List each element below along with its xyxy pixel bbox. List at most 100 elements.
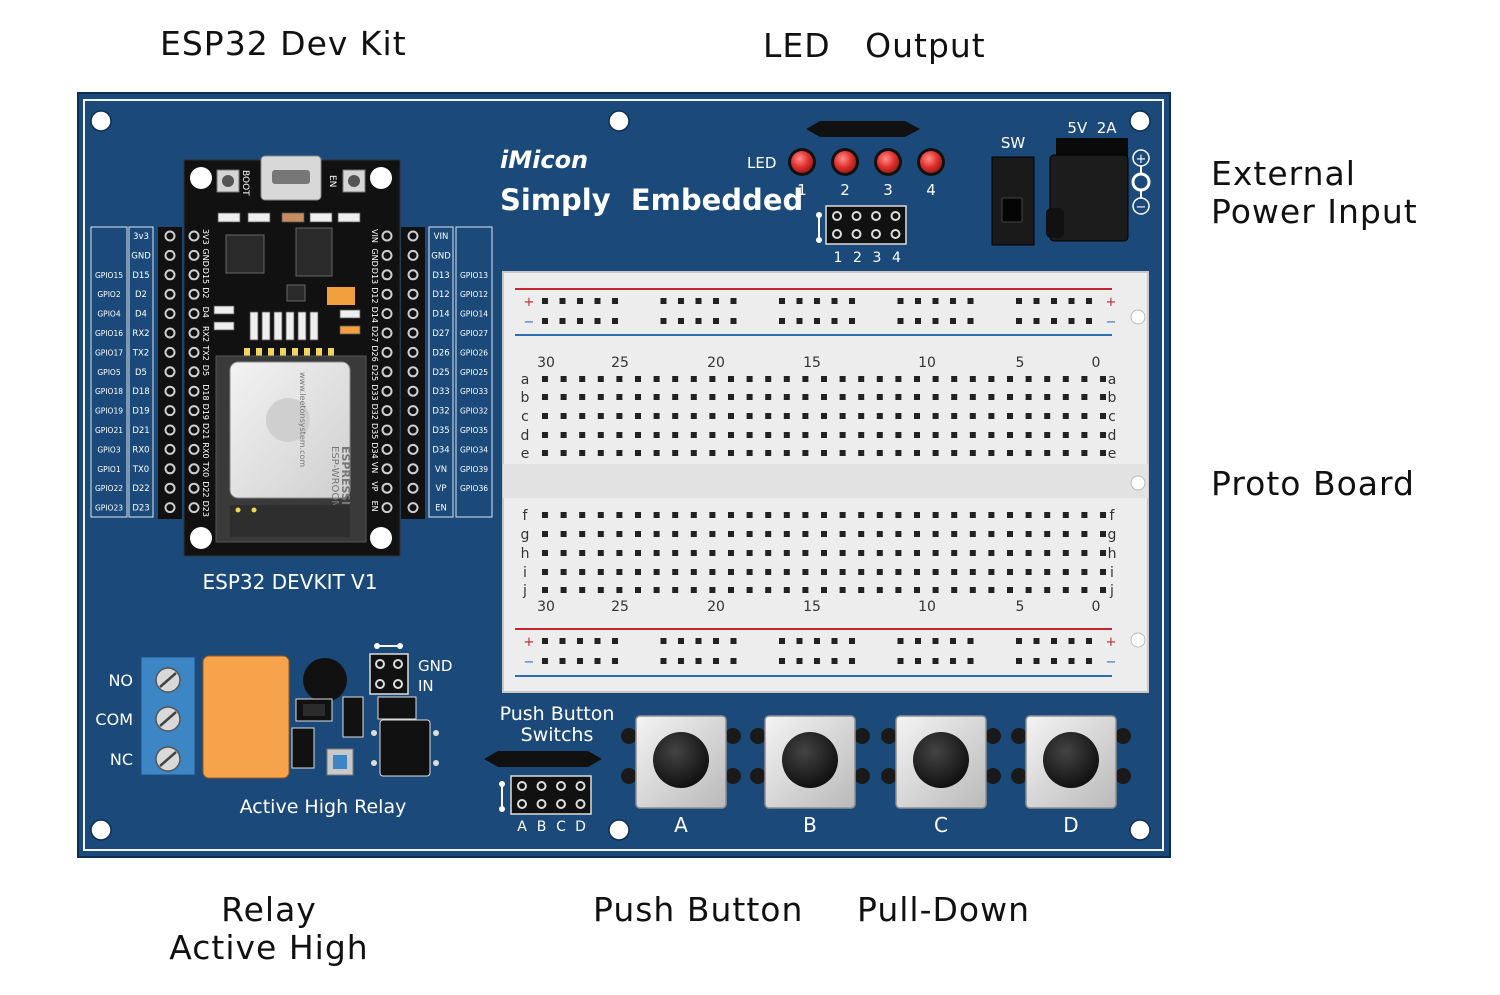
- breadboard-hole: [1007, 512, 1013, 518]
- breadboard-hole: [1100, 450, 1106, 456]
- breadboard-hole: [876, 432, 883, 438]
- breadboard-hole: [1007, 587, 1013, 593]
- breadboard-hole: [579, 550, 586, 556]
- rail-hole: [967, 638, 974, 644]
- rail-hole: [542, 298, 548, 304]
- relay-body: [202, 655, 290, 779]
- switch-header-pin: [536, 781, 547, 791]
- breadboard-hole: [821, 531, 827, 537]
- right-pin-hole: [381, 308, 393, 320]
- silk-pin-label: RX2: [201, 326, 210, 342]
- right-pin-name: D35: [432, 426, 449, 436]
- rail-hole: [577, 318, 583, 324]
- rail-hole: [1068, 638, 1075, 644]
- breadboard-hole: [746, 531, 753, 537]
- breadboard-hole: [858, 569, 865, 575]
- rail-hole: [831, 298, 838, 304]
- rail-hole: [660, 658, 667, 664]
- breadboard-hole: [542, 587, 548, 593]
- breadboard-hole: [616, 569, 623, 575]
- breadboard-hole: [895, 569, 902, 575]
- row-letter: a: [521, 372, 530, 388]
- right-pin-name: D14: [432, 310, 449, 320]
- breadboard-hole: [728, 413, 734, 419]
- push-button-b[interactable]: [750, 715, 870, 809]
- button-leg: [881, 728, 897, 744]
- breadboard-hole: [597, 432, 604, 438]
- left-pin-hole: [164, 269, 176, 281]
- breadboard-hole: [932, 531, 939, 537]
- rail-hole: [796, 638, 803, 644]
- breadboard-hole: [765, 587, 772, 593]
- right-pin-hole: [381, 424, 393, 436]
- left-pin-hole: [164, 385, 176, 397]
- breadboard-hole: [969, 512, 976, 518]
- silk-pin-label: D19: [201, 404, 210, 420]
- push-button-c[interactable]: [881, 715, 1001, 809]
- breadboard-hole: [1044, 394, 1051, 400]
- push-button-d[interactable]: [1011, 715, 1131, 809]
- push-button-a[interactable]: [621, 715, 741, 809]
- right-pin-gpio: GPIO25: [460, 368, 488, 377]
- breadboard-hole: [839, 432, 846, 438]
- en-label: EN: [327, 175, 337, 187]
- breadboard-hole: [858, 376, 865, 382]
- row-letter: d: [1108, 428, 1117, 444]
- rail-hole: [897, 658, 904, 664]
- right-pin-name: EN: [435, 504, 447, 514]
- button-cap-icon: [653, 732, 709, 788]
- breadboard-hole: [858, 550, 865, 556]
- right-pin-gpio: GPIO13: [460, 271, 488, 280]
- breadboard-hole: [951, 531, 958, 537]
- breadboard-hole: [728, 550, 734, 556]
- button-leg: [1115, 728, 1131, 744]
- rail-hole: [1068, 298, 1075, 304]
- breadboard-hole: [560, 394, 567, 400]
- breadboard-hole: [560, 376, 567, 382]
- left-pin-gpio: GPIO3: [97, 445, 120, 454]
- usb-uart-chip: [225, 234, 265, 274]
- rail-hole: [779, 318, 785, 324]
- module-maker: ESPRESSIF: [339, 446, 352, 512]
- row-letter: b: [1108, 390, 1117, 406]
- breadboard-hole: [914, 587, 920, 593]
- breadboard-hole: [821, 394, 827, 400]
- silk-pin-label: TX2: [201, 344, 210, 360]
- rail-hole: [831, 638, 838, 644]
- rail-hole: [559, 298, 566, 304]
- rail-plus: +: [1106, 295, 1117, 310]
- row-letter: g: [1108, 527, 1117, 543]
- breadboard-hole: [597, 413, 604, 419]
- left-pin-hole: [164, 482, 176, 494]
- breadboard-hole: [672, 587, 679, 593]
- breadboard-hole: [1081, 450, 1088, 456]
- switch-header-pin: [517, 799, 527, 809]
- right-pin-hole: [407, 366, 419, 378]
- breadboard-hole: [1062, 394, 1069, 400]
- breadboard-hole: [616, 394, 623, 400]
- button-leg: [1011, 768, 1027, 784]
- breadboard-hole: [876, 531, 883, 537]
- right-pin-gpio: GPIO14: [460, 310, 488, 319]
- button-leg: [1115, 768, 1131, 784]
- button-leg: [725, 728, 741, 744]
- breadboard-hole: [951, 550, 958, 556]
- led-header-pin: [871, 211, 881, 221]
- breadboard-hole: [988, 450, 995, 456]
- breadboard-hole: [1007, 413, 1013, 419]
- switch-bar-icon: [484, 751, 602, 767]
- rail-hole: [814, 318, 820, 324]
- relay-terminal-label: NC: [110, 750, 133, 769]
- breadboard-hole: [876, 512, 883, 518]
- breadboard-hole: [839, 531, 846, 537]
- push-title-2: Switchs: [521, 724, 594, 746]
- right-pin-name: VP: [436, 484, 447, 494]
- breadboard-hole: [709, 569, 716, 575]
- breadboard-hole: [746, 569, 753, 575]
- row-letter: j: [522, 583, 527, 599]
- breadboard-hole: [821, 450, 827, 456]
- right-pin-hole: [381, 502, 393, 514]
- breadboard-hole: [1100, 587, 1106, 593]
- right-pin-gpio: GPIO12: [460, 290, 488, 299]
